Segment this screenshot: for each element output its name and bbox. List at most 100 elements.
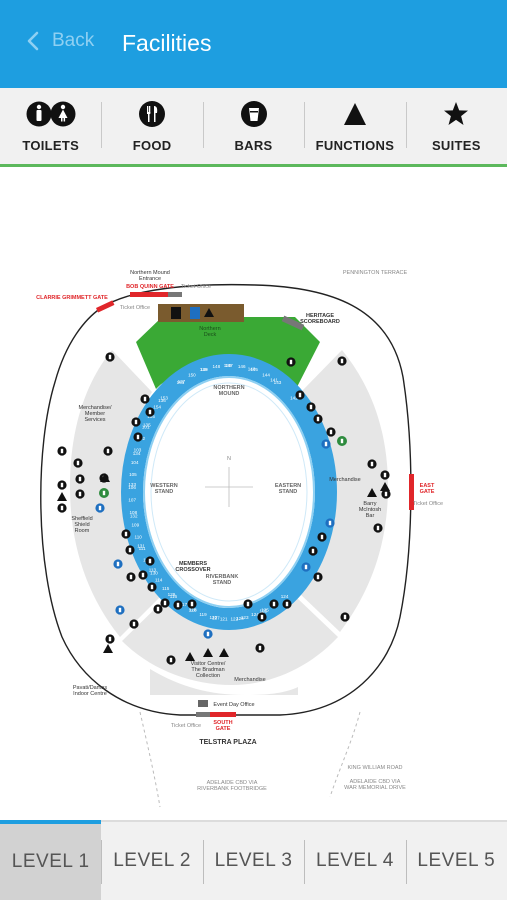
level-selector: LEVEL 1 LEVEL 2 LEVEL 3 LEVEL 4 LEVEL 5	[0, 820, 507, 900]
facility-icon-glyph	[324, 441, 328, 447]
south-gate-marker	[210, 712, 236, 717]
filter-bars[interactable]: BARS	[202, 88, 304, 164]
bay-number: 155	[147, 414, 155, 419]
south-plaza-sector	[150, 669, 298, 695]
back-label: Back	[52, 30, 95, 51]
bay-number: 124	[281, 594, 289, 599]
label-ticket-office: Ticket Office	[120, 305, 150, 311]
facility-icon-glyph	[124, 531, 128, 537]
functions-icon	[57, 492, 67, 501]
bay-number: 131	[137, 544, 145, 549]
level-tab-2[interactable]: LEVEL 2	[101, 820, 203, 900]
level-tab-4[interactable]: LEVEL 4	[304, 820, 406, 900]
filter-functions[interactable]: FUNCTIONS	[304, 88, 405, 164]
label-telstra-plaza: TELSTRA PLAZA	[199, 739, 256, 746]
bay-ring	[121, 354, 337, 630]
level-tab-1[interactable]: LEVEL 1	[0, 820, 102, 900]
bay-number: 106	[128, 485, 136, 490]
facility-icon-glyph	[289, 359, 293, 365]
bay-number: 124	[251, 612, 259, 617]
bay-ring-inner	[143, 376, 315, 608]
filter-label: FUNCTIONS	[315, 138, 395, 153]
facility-icon-glyph	[376, 525, 380, 531]
facility-icon-glyph	[163, 600, 167, 606]
bay-number: 143	[274, 380, 282, 385]
label-clarrie-grimmett-gate: CLARRIE GRIMMETT GATE	[36, 295, 108, 301]
level-tab-3[interactable]: LEVEL 3	[202, 820, 305, 900]
label-ticket-office-south: Ticket Office	[171, 723, 201, 729]
facility-icon-glyph	[272, 601, 276, 607]
northern-deck-roof	[158, 304, 244, 322]
bay-number: 101	[142, 425, 150, 430]
clarrie-grimmett-gate-marker	[95, 300, 115, 313]
filter-toilets[interactable]: TOILETS	[0, 88, 101, 164]
page-title: Facilities	[122, 30, 212, 56]
filter-suites[interactable]: SUITES	[405, 88, 507, 164]
facility-icon-glyph	[176, 602, 180, 608]
bay-number: 117	[180, 602, 188, 607]
facility-icon-glyph	[148, 409, 152, 415]
bay-number: 119	[199, 612, 207, 617]
facility-icon-glyph	[108, 354, 112, 360]
stadium-outline	[40, 283, 412, 716]
bay-number: 141	[270, 377, 278, 382]
facility-icon-glyph	[106, 448, 110, 454]
bay-number: 113	[149, 568, 157, 573]
functions-icon	[219, 648, 229, 657]
facility-icon-glyph	[76, 460, 80, 466]
app-header: Back Facilities	[0, 0, 507, 88]
walkway-lines	[139, 711, 361, 808]
back-button[interactable]: Back	[24, 30, 94, 52]
label-north-marker: N	[227, 456, 231, 462]
bay-number: 130	[150, 570, 158, 575]
northern-deck-area	[136, 317, 320, 389]
label-bob-quinn-gate: BOB QUINN GATE	[126, 284, 174, 290]
facility-icon-glyph	[78, 476, 82, 482]
chevron-left-icon	[27, 31, 39, 51]
label-merchandise: Merchandise	[329, 477, 361, 483]
facility-icon-glyph	[384, 491, 388, 497]
facility-icon-glyph	[60, 482, 64, 488]
bay-number: 145	[250, 367, 258, 372]
level-tab-5[interactable]: LEVEL 5	[405, 820, 507, 900]
facility-icon-glyph	[108, 636, 112, 642]
facility-icon-glyph	[285, 601, 289, 607]
bay-number: 125	[259, 609, 267, 614]
bay-number: 128	[189, 608, 197, 613]
filter-label: FOOD	[132, 138, 172, 153]
bay-number: 120	[209, 615, 217, 620]
functions-icon	[380, 482, 390, 491]
ticket-office-south	[196, 712, 210, 717]
functions-icon	[185, 652, 195, 661]
facility-icon-glyph	[98, 505, 102, 511]
bay-number: 114	[155, 577, 163, 582]
bay-number: 149	[200, 367, 208, 372]
facility-icon-glyph	[383, 472, 387, 478]
bars-icon	[240, 101, 267, 127]
bay-number: 111	[139, 546, 146, 551]
facility-icon-glyph	[132, 621, 136, 627]
facility-icon-glyph	[343, 614, 347, 620]
bay-number: 133	[128, 482, 136, 487]
toilets-icon	[171, 307, 181, 319]
bay-number: 121	[220, 617, 228, 622]
facility-icon-glyph	[128, 547, 132, 553]
facility-icon-glyph	[311, 548, 315, 554]
facility-icon-glyph	[206, 631, 210, 637]
facility-icon-glyph	[141, 572, 145, 578]
facility-icon-glyph	[78, 491, 82, 497]
facility-icon-glyph	[116, 561, 120, 567]
facility-icon-glyph	[340, 358, 344, 364]
facility-icon-glyph	[150, 584, 154, 590]
filter-food[interactable]: FOOD	[101, 88, 202, 164]
